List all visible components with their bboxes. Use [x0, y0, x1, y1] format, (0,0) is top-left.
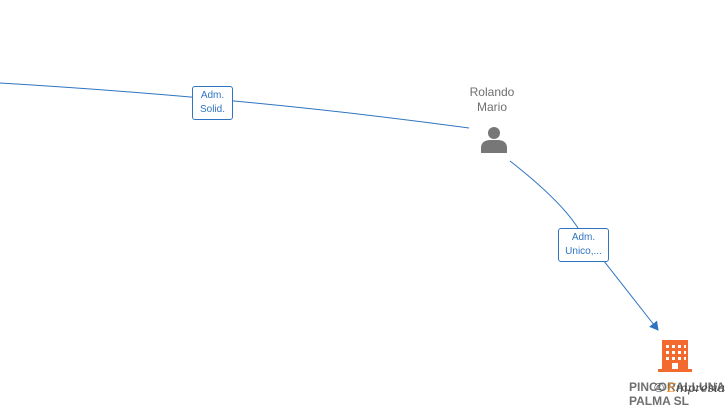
brand-initial: E: [667, 381, 676, 395]
person-name[interactable]: Rolando Mario: [452, 85, 532, 115]
edge-label-adm-unico[interactable]: Adm. Unico,...: [558, 228, 609, 262]
company-name-line2: PALMA SL: [629, 394, 689, 408]
edge-label-line1: Adm.: [571, 232, 596, 243]
brand-rest: mpresia: [675, 381, 725, 395]
edge-label-adm-solid[interactable]: Adm. Solid.: [192, 86, 233, 120]
edge-label-line2: Unico,...: [565, 246, 602, 257]
person-name-line1: Rolando: [469, 85, 515, 99]
building-icon[interactable]: [658, 340, 692, 372]
person-name-line2: Mario: [476, 100, 507, 114]
person-icon[interactable]: [481, 127, 507, 153]
edge-label-line2: Solid.: [199, 104, 225, 115]
company-name-line1: PINCORALLUNA: [629, 380, 725, 394]
edge-label-line1: Adm.: [200, 90, 225, 101]
edge-incoming-to-person: [0, 82, 470, 129]
copyright-icon: ©: [654, 380, 664, 395]
watermark-logo: © Empresia: [654, 380, 725, 396]
edge-person-to-company: [509, 160, 659, 331]
